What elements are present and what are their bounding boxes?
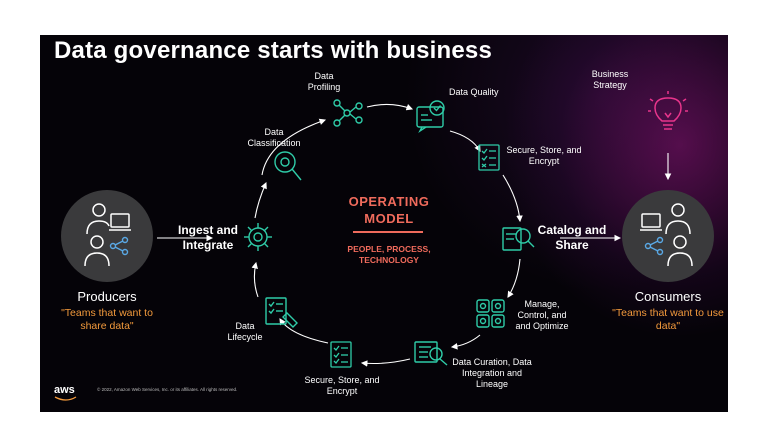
consumers-name: Consumers — [634, 289, 702, 304]
label-curation: Data Curation, Data Integration and Line… — [452, 357, 532, 389]
classification-icon — [274, 151, 302, 181]
consumers-quote: "Teams that want to use data" — [612, 307, 724, 332]
copyright-text: © 2022, Amazon Web Services, Inc. or its… — [97, 387, 238, 392]
aws-logo: aws — [54, 384, 75, 396]
lifecycle-icon — [265, 297, 298, 328]
label-classification: Data Classification — [247, 127, 301, 148]
slide: Data governance starts with business — [40, 35, 728, 412]
checklist-bottom-icon — [330, 341, 352, 368]
operating-model-title: OPERATING MODEL — [348, 194, 430, 226]
label-manage: Manage, Control, and and Optimize — [515, 299, 569, 331]
lightbulb-icon — [648, 91, 688, 130]
operating-model-cycle — [157, 103, 672, 367]
manage-icon — [476, 299, 505, 328]
consumers-people-icon — [640, 203, 693, 267]
strategy-label: Business Strategy — [591, 69, 629, 90]
operating-model-subtitle: PEOPLE, PROCESS, TECHNOLOGY — [347, 244, 431, 265]
catalog-icon — [502, 227, 535, 251]
label-quality: Data Quality — [449, 87, 499, 97]
producers-name: Producers — [77, 289, 137, 304]
producers-people-icon — [84, 203, 131, 267]
producers-quote: "Teams that want to share data" — [61, 307, 153, 332]
profiling-icon — [333, 99, 363, 127]
aws-smile-icon — [54, 396, 77, 401]
label-secure-top: Secure, Store, and Encrypt — [506, 145, 582, 166]
center-divider — [353, 231, 423, 233]
slide-title: Data governance starts with business — [54, 37, 493, 64]
label-ingest: Ingest and Integrate — [178, 223, 239, 252]
label-secure-bottom: Secure, Store, and Encrypt — [304, 375, 380, 396]
label-profiling: Data Profiling — [307, 71, 341, 92]
consumers-circle — [622, 190, 714, 282]
producers-circle — [61, 190, 153, 282]
label-lifecycle: Data Lifecycle — [227, 321, 263, 342]
label-catalog: Catalog and Share — [537, 223, 607, 252]
curation-icon — [414, 341, 448, 366]
checklist-icon — [478, 144, 500, 171]
quality-icon — [416, 100, 445, 134]
gear-icon — [244, 223, 272, 251]
